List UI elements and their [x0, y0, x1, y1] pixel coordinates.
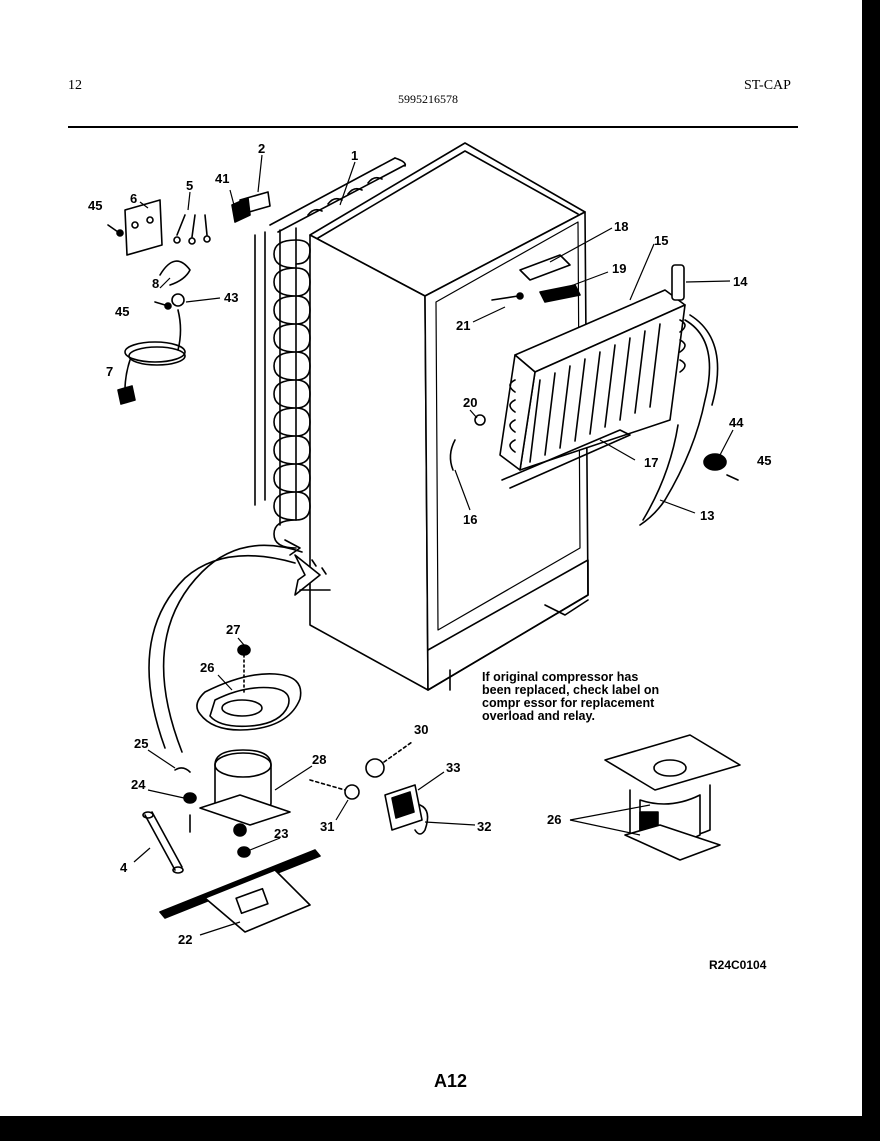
page-label: A12 [434, 1071, 468, 1091]
callout-label: 30 [414, 722, 428, 737]
callout-label: 4 [120, 860, 128, 875]
condenser-coil [254, 157, 407, 556]
callout-label: 28 [312, 752, 326, 767]
clip-25 [174, 767, 191, 773]
callout-label: 23 [274, 826, 288, 841]
plate-2 [239, 191, 271, 215]
callout-label: 20 [463, 395, 477, 410]
callout-label: 2 [258, 141, 265, 156]
callout-label: 21 [456, 318, 470, 333]
grommet-27 [237, 644, 251, 693]
capacitor-33 [384, 784, 429, 835]
grommet-23 [237, 846, 251, 858]
thermostat-14 [671, 264, 685, 301]
bracket-6 [124, 199, 163, 256]
heater-17 [501, 429, 631, 489]
callout-label: 45 [757, 453, 771, 468]
callout-label: 7 [106, 364, 113, 379]
model-code: ST-CAP [744, 78, 791, 93]
callout-label: 18 [614, 219, 628, 234]
clips-5 [173, 214, 211, 245]
drain-hose-arrow [148, 544, 331, 753]
relay-30 [365, 741, 413, 778]
clip-8 [159, 260, 191, 286]
callout-label: 33 [446, 760, 460, 775]
callout-label: 19 [612, 261, 626, 276]
header-rule [68, 126, 798, 128]
screw-21 [491, 292, 524, 301]
callout-label: 15 [654, 233, 668, 248]
callout-label: 13 [700, 508, 714, 523]
note-line: compr essor for replacement [482, 696, 655, 710]
drain-pan-26 [196, 673, 302, 731]
callout-label: 45 [115, 304, 129, 319]
power-cord-7 [117, 309, 186, 405]
callout-label: 6 [130, 191, 137, 206]
clip-20 [474, 414, 486, 426]
tube-16 [449, 439, 456, 471]
page-number: 12 [68, 78, 82, 93]
callout-label: 16 [463, 512, 477, 527]
callout-label: 25 [134, 736, 148, 751]
evaporator [499, 289, 686, 471]
note-line: If original compressor has [482, 670, 639, 684]
callout-label: 31 [320, 819, 334, 834]
callout-labels: 1 2 41 6 5 45 8 43 45 7 18 15 19 14 21 2… [88, 141, 771, 947]
grommet-43 [171, 293, 185, 307]
callout-label: 24 [131, 777, 146, 792]
callout-label: 22 [178, 932, 192, 947]
compressor-note: If original compressor has been replaced… [482, 671, 722, 723]
callout-label: 44 [729, 415, 744, 430]
note-line: overload and relay. [482, 709, 596, 723]
leader-lines [133, 154, 734, 936]
callout-label: 45 [88, 198, 102, 213]
callout-label: 8 [152, 276, 159, 291]
callout-label: 27 [226, 622, 240, 637]
callout-label: 43 [224, 290, 238, 305]
defrost-wire-13 [639, 314, 719, 526]
parts-diagram-sheet: 12 5995216578 ST-CAP [0, 0, 862, 1116]
callout-label: 32 [477, 819, 491, 834]
callout-label: 26 [200, 660, 214, 675]
reference-code: R24C0104 [709, 958, 767, 972]
bracket-18-19 [519, 254, 581, 303]
grommet-24 [183, 792, 197, 833]
compressor-28 [199, 749, 291, 837]
callout-label: 1 [351, 148, 358, 163]
note-line: been replaced, check label on [482, 683, 660, 697]
compressor-alt-26 [604, 734, 741, 861]
document-number: 5995216578 [398, 92, 458, 106]
drier-4 [142, 811, 184, 874]
callout-label: 14 [733, 274, 748, 289]
thermostat-44 [703, 453, 739, 481]
callout-label: 5 [186, 178, 193, 193]
screw-45 [107, 224, 172, 310]
exploded-view-diagram: 1 2 41 6 5 45 8 43 45 7 18 15 19 14 21 2… [88, 141, 771, 947]
base-plate-22 [159, 849, 321, 933]
overload-31 [309, 779, 360, 800]
callout-label: 41 [215, 171, 229, 186]
callout-label: 26 [547, 812, 561, 827]
callout-label: 17 [644, 455, 658, 470]
